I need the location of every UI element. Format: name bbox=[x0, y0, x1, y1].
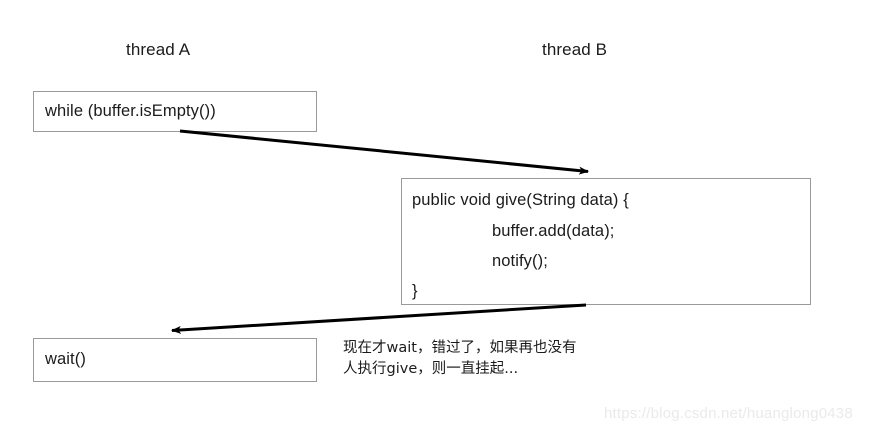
give-code-line-buffer-add: buffer.add(data); bbox=[492, 222, 615, 240]
thread-b-label: thread B bbox=[542, 40, 608, 59]
wait-call-box: wait() bbox=[33, 338, 317, 382]
annotation-note: 现在才wait，错过了，如果再也没有 人执行give，则一直挂起... bbox=[343, 338, 633, 380]
while-condition-text: while (buffer.isEmpty()) bbox=[45, 102, 216, 120]
give-code-line-signature: public void give(String data) { bbox=[412, 191, 629, 209]
give-code-line-closing-brace: } bbox=[412, 282, 418, 300]
wait-call-text: wait() bbox=[45, 350, 86, 368]
while-condition-box: while (buffer.isEmpty()) bbox=[33, 91, 317, 132]
annotation-note-line-1: 现在才wait，错过了，如果再也没有 bbox=[343, 340, 577, 356]
arrow-give-to-wait bbox=[171, 303, 587, 334]
watermark-text: https://blog.csdn.net/huanglong0438 bbox=[604, 405, 853, 422]
give-method-box: public void give(String data) { buffer.a… bbox=[401, 178, 811, 305]
arrow-while-to-give bbox=[179, 129, 589, 175]
give-code-line-notify: notify(); bbox=[492, 252, 548, 270]
thread-a-label: thread A bbox=[126, 40, 191, 59]
annotation-note-line-2: 人执行give，则一直挂起... bbox=[343, 361, 519, 377]
